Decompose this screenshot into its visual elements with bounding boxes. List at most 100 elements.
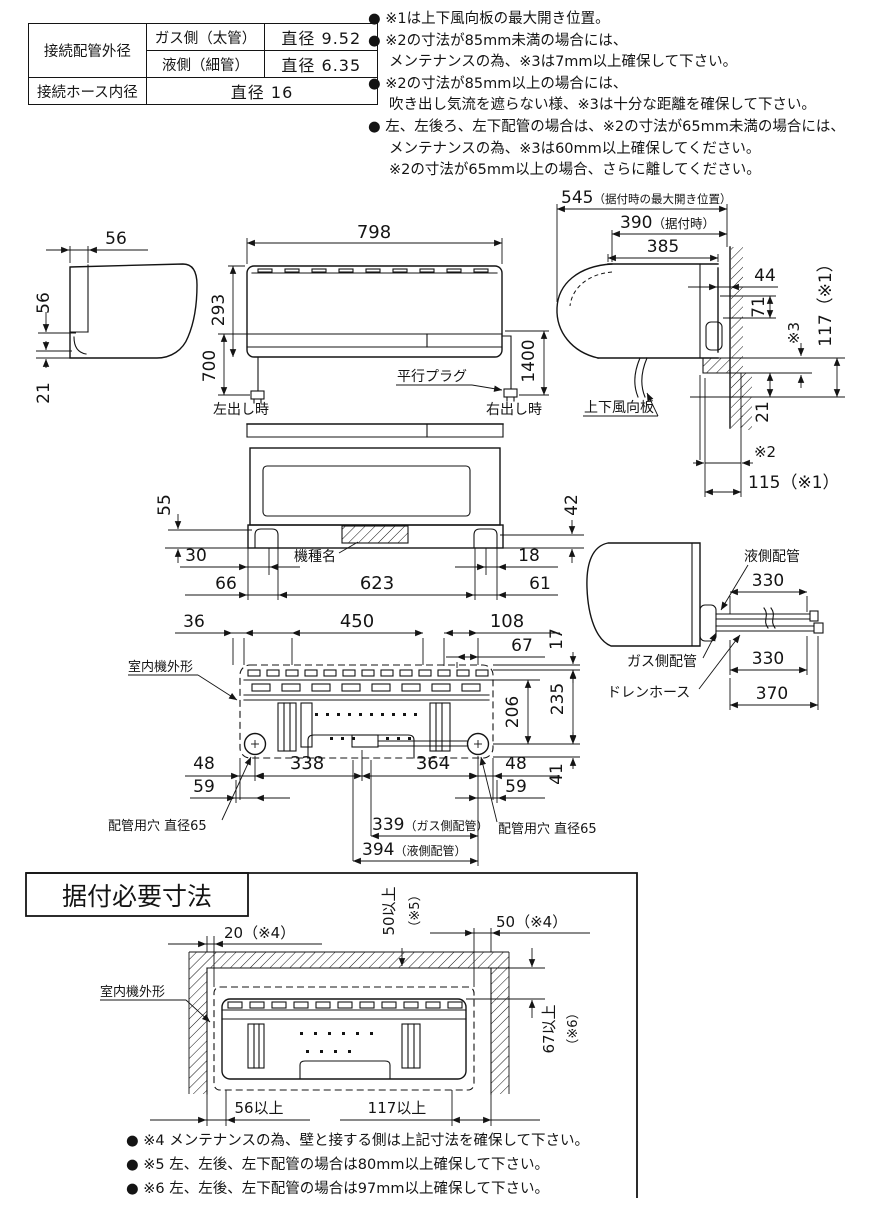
label-unit-outline: 室内機外形 xyxy=(128,659,193,675)
dim-front-width: 798 xyxy=(357,222,391,243)
detail-dots xyxy=(315,713,417,740)
dim-right-min: 67以上 xyxy=(540,1004,558,1053)
dim-install-depth: 390（据付時） xyxy=(620,213,715,233)
install-unit-outline xyxy=(213,986,475,1091)
dim-body-depth: 385 xyxy=(647,237,679,257)
back-view: 室内機外形 36 450 108 67 17 206 235 41 48 338 xyxy=(108,611,597,866)
dim-206: 206 xyxy=(503,696,523,728)
dim-394-liquid: 394（液側配管） xyxy=(362,840,466,860)
label-gas-pipe: ガス側配管 xyxy=(627,654,697,670)
dim-cord-left: 700 xyxy=(200,350,220,382)
label-install-unit-outline: 室内機外形 xyxy=(100,984,165,1000)
dim-339-gas: 339（ガス側配管） xyxy=(372,815,488,835)
install-note-line: ● ※6 左、左後、左下配管の場合は97mm以上確保して下さい。 xyxy=(126,1181,550,1197)
dim-pipe-height: 71 xyxy=(749,296,769,318)
dim-235: 235 xyxy=(548,683,568,715)
label-pipe-hole-left: 配管用穴 直径65 xyxy=(108,819,207,834)
install-note-line: ● ※5 左、左後、左下配管の場合は80mm以上確保して下さい。 xyxy=(126,1157,550,1173)
dim-front-clear: 115（※1） xyxy=(748,473,840,493)
install-section: 据付必要寸法 20（※4） 50以上 （※5） xyxy=(25,872,638,1198)
dim-450: 450 xyxy=(340,611,374,632)
front-vent-ticks xyxy=(257,268,489,273)
dim-330-bottom: 330 xyxy=(752,649,784,669)
dim-50-star4: 50（※4） xyxy=(496,913,567,931)
dim-48-left: 48 xyxy=(193,754,215,774)
install-note-line: ● ※4 メンテナンスの為、壁と接する側は上記寸法を確保して下さい。 xyxy=(126,1133,590,1149)
cable-channels xyxy=(277,702,451,752)
power-plug-right xyxy=(503,388,518,398)
section-title-box xyxy=(25,872,249,917)
note-line: ● ※1は上下風向板の最大開き位置。 xyxy=(368,11,610,27)
install-notes: ● ※4 メンテナンスの為、壁と接する側は上記寸法を確保して下さい。 ● ※5 … xyxy=(126,1129,626,1201)
pipe-hole-left xyxy=(243,732,267,756)
dim-front-height: 293 xyxy=(209,294,229,326)
air-vane xyxy=(634,357,641,398)
right-side-view: 545（据付時の最大開き位置） 390（据付時） 385 44 71 ※3 11… xyxy=(556,188,845,497)
dim-left-lower-height: 21 xyxy=(34,382,54,404)
dim-48-right: 48 xyxy=(505,754,527,774)
dim-623: 623 xyxy=(360,573,394,594)
dim-108: 108 xyxy=(490,611,524,632)
label-right-out: 右出し時 xyxy=(486,402,542,418)
note-line: メンテナンスの為、※3は7mm以上確保して下さい。 xyxy=(389,54,738,71)
note-line: ● ※2の寸法が85mm未満の場合には、 xyxy=(368,32,628,49)
spec-outer-dia-label: 接続配管外径 xyxy=(28,23,147,78)
label-air-vane: 上下風向板 xyxy=(584,400,654,416)
dim-36: 36 xyxy=(183,612,205,632)
power-plug-left xyxy=(250,390,265,400)
front-view: 798 293 700 1400 平行プラグ 左出し時 右出し時 xyxy=(200,222,549,418)
pipe-cover xyxy=(699,604,717,642)
dim-18: 18 xyxy=(518,546,540,566)
indoor-unit-outline xyxy=(239,664,494,759)
dim-67: 67 xyxy=(511,636,533,656)
left-side-view: 56 56 21 xyxy=(34,229,198,404)
dim-66: 66 xyxy=(215,574,237,594)
dim-61: 61 xyxy=(529,574,551,594)
general-notes: ● ※1は上下風向板の最大開き位置。 ● ※2の寸法が85mm未満の場合には、 … xyxy=(368,9,895,182)
dim-star3: ※3 xyxy=(785,322,803,344)
dim-top-min-note: （※5） xyxy=(408,888,423,933)
dim-330-top: 330 xyxy=(752,571,784,591)
pipes xyxy=(715,607,824,634)
label-liquid-pipe: 液側配管 xyxy=(744,549,800,565)
pipe-side-view: 液側配管 330 ガス側配管 330 ドレンホース 370 xyxy=(586,542,824,710)
dim-41: 41 xyxy=(547,763,567,785)
spec-liquid-label: 液側（細管） xyxy=(145,50,266,78)
dim-364: 364 xyxy=(416,753,450,774)
spec-hose-value: 直径 16 xyxy=(145,77,379,105)
label-pipe-hole-right: 配管用穴 直径65 xyxy=(498,822,597,837)
spec-gas-label: ガス側（太管） xyxy=(145,23,266,51)
dim-star2: ※2 xyxy=(754,443,776,461)
dim-bottom-left-min: 56以上 xyxy=(234,1099,283,1117)
dim-55: 55 xyxy=(155,494,175,516)
note-line: ※2の寸法が65mm以上の場合、さらに離してください。 xyxy=(389,162,761,179)
dim-top-min: 50以上 xyxy=(380,886,398,935)
install-unit-dots xyxy=(300,1032,373,1053)
dim-bottom-right-min: 117以上 xyxy=(368,1099,427,1117)
spec-hose-label: 接続ホース内径 xyxy=(28,77,147,105)
dim-open-max: 545（据付時の最大開き位置） xyxy=(561,188,731,208)
dim-59-left: 59 xyxy=(193,777,215,797)
note-line: ● 左、左後ろ、左下配管の場合は、※2の寸法が65mm未満の場合には、 xyxy=(368,118,845,135)
pipe-outlet xyxy=(705,321,723,351)
dim-20-star4: 20（※4） xyxy=(224,924,295,942)
dim-cord-right: 1400 xyxy=(519,339,539,382)
label-left-out: 左出し時 xyxy=(213,402,269,418)
mounting-slots xyxy=(247,669,489,692)
model-name-plate xyxy=(341,525,409,544)
dim-rear-gap: 44 xyxy=(754,266,776,286)
label-model-name: 機種名 xyxy=(294,549,336,565)
dim-right-min-note: （※6） xyxy=(566,1006,581,1051)
dim-30: 30 xyxy=(185,546,207,566)
label-parallel-plug: 平行プラグ xyxy=(397,369,467,385)
dim-left-upper-height: 56 xyxy=(34,292,54,314)
dim-step-21: 21 xyxy=(753,401,773,423)
indoor-unit-front xyxy=(246,265,503,358)
bottom-view: 機種名 55 42 30 18 66 623 61 xyxy=(155,423,584,600)
note-line: 吹き出し気流を遮らない様、※3は十分な距離を確保して下さい。 xyxy=(389,97,816,114)
pipe-spec-table: 接続配管外径 ガス側（太管） 直径 9.52 液側（細管） 直径 6.35 接続… xyxy=(28,23,379,105)
dim-left-depth: 56 xyxy=(105,229,127,249)
dim-338: 338 xyxy=(290,753,324,774)
